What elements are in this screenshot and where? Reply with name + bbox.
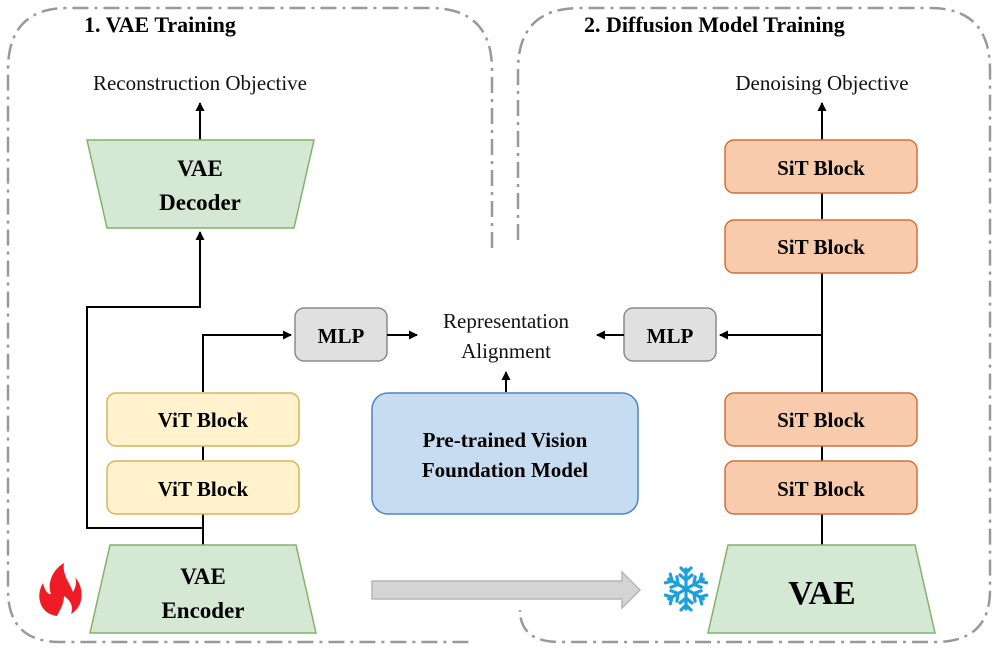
- sit-block-2: [724, 219, 918, 274]
- diffusion-training-panel-border: [516, 6, 992, 644]
- encoder-to-decoder-path: [86, 231, 205, 529]
- vit-block-label: ViT Block: [158, 477, 249, 501]
- vae-encoder-block: [89, 544, 317, 634]
- mlp-label-right: MLP: [647, 324, 694, 348]
- reconstruction-objective-label: Reconstruction Objective: [93, 71, 307, 95]
- mlp-label-left: MLP: [318, 324, 365, 348]
- diffusion-training-title: 2. Diffusion Model Training: [584, 12, 845, 37]
- vit-block-upper: [106, 392, 300, 447]
- vae-frozen-label: VAE: [788, 575, 855, 612]
- snowflake-icon: [663, 566, 709, 612]
- vit-block-label: ViT Block: [158, 408, 249, 432]
- vision-foundation-model-block: [371, 392, 639, 515]
- vae-encoder-label: Encoder: [161, 598, 244, 623]
- vit-to-mlp-arrow: [202, 330, 292, 392]
- vae-frozen-block: [707, 544, 936, 634]
- vae-encoder-label: VAE: [180, 564, 226, 589]
- vae-decoder-label: Decoder: [159, 190, 241, 215]
- vae-training-panel-border: [6, 6, 494, 644]
- vision-foundation-model-label: Pre-trained Vision: [423, 428, 588, 452]
- sit-block-3: [724, 392, 918, 447]
- sit-block-label: SiT Block: [777, 477, 865, 501]
- representation-alignment-label: Representation: [443, 309, 569, 333]
- sit-block-1: [724, 139, 918, 194]
- denoising-objective-label: Denoising Objective: [735, 71, 908, 95]
- vae-decoder-block: [86, 139, 315, 229]
- arrow-right-icon: [371, 570, 642, 610]
- vision-foundation-model-label: Foundation Model: [422, 458, 588, 482]
- vit-block-lower: [106, 460, 300, 515]
- sit-block-label: SiT Block: [777, 156, 865, 180]
- vae-decoder-label: VAE: [177, 156, 223, 181]
- fire-icon: [39, 563, 82, 616]
- sit-block-label: SiT Block: [777, 408, 865, 432]
- vae-training-title: 1. VAE Training: [84, 12, 236, 37]
- sit-block-4: [724, 460, 918, 515]
- sit-block-label: SiT Block: [777, 235, 865, 259]
- representation-alignment-label: Alignment: [461, 339, 551, 363]
